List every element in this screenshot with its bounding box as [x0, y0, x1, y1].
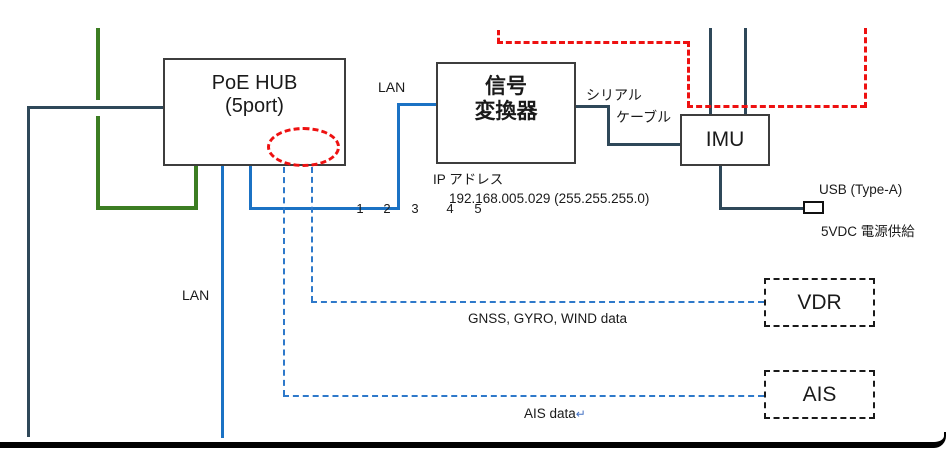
- poe-hub-title: PoE HUB (5port): [211, 72, 298, 117]
- ais-dashed-cable-horizontal: [283, 395, 764, 397]
- red-dashed-over-imu: [687, 105, 866, 108]
- imu-box: IMU: [680, 114, 770, 166]
- red-dashed-drop: [687, 41, 690, 107]
- lan-cable-port2: [221, 166, 224, 438]
- vdr-dashed-cable-vertical: [311, 167, 313, 302]
- red-dashed-stub: [497, 30, 500, 43]
- serial-cable-h1: [574, 105, 610, 108]
- return-mark: ↵: [575, 407, 586, 421]
- red-dashed-top: [497, 41, 689, 44]
- signal-converter-box: 信号 変換器: [436, 62, 576, 164]
- hub-port-4: 4: [446, 201, 454, 216]
- power-supply-label: 5VDC 電源供給: [821, 224, 915, 239]
- lan-label-top: LAN: [378, 79, 406, 95]
- usb-cable-horizontal: [719, 207, 805, 210]
- hub-port-5: 5: [474, 201, 482, 216]
- green-cable-port1: [194, 166, 198, 210]
- vdr-dashed-cable-horizontal: [311, 301, 764, 303]
- red-dashed-right-riser: [864, 28, 867, 108]
- imu-antenna-cable-1: [709, 28, 712, 116]
- figure-bottom-border: [0, 432, 946, 448]
- lan-cable-port3-down: [249, 166, 252, 210]
- hub-port-1: 1: [356, 201, 364, 216]
- green-antenna-cable-mid: [96, 116, 100, 210]
- ports-4-5-highlight-ellipse: [267, 127, 340, 167]
- usb-type-label: USB (Type-A): [819, 182, 903, 197]
- green-cable-horizontal: [96, 206, 198, 210]
- lan-cable-to-converter: [397, 103, 438, 106]
- left-cable-to-hub: [27, 106, 164, 109]
- left-cable-vertical: [27, 106, 30, 437]
- serial-cable-label: シリアル ケーブル: [586, 87, 672, 125]
- vdr-label: VDR: [797, 290, 842, 314]
- imu-label: IMU: [705, 128, 745, 151]
- vdr-box: VDR: [764, 278, 875, 327]
- lan-label-left: LAN: [182, 287, 210, 303]
- lan-cable-port3-horizontal: [249, 207, 400, 210]
- imu-antenna-cable-2: [744, 28, 747, 116]
- ais-box: AIS: [764, 370, 875, 419]
- hub-port-2: 2: [383, 201, 391, 216]
- green-antenna-cable-top: [96, 28, 100, 100]
- ip-address-label: IP アドレス 192.168.005.029 (255.255.255.0): [433, 172, 650, 206]
- ais-label: AIS: [802, 382, 837, 406]
- gnss-data-label: GNSS, GYRO, WIND data: [468, 311, 628, 326]
- serial-cable-h2: [607, 143, 682, 146]
- ais-data-label: AIS data↵: [524, 406, 586, 421]
- lan-cable-riser: [397, 103, 400, 210]
- usb-cable-vertical: [719, 166, 722, 210]
- usb-connector: [803, 201, 824, 214]
- hub-port-3: 3: [411, 201, 419, 216]
- ais-dashed-cable-vertical: [283, 167, 285, 396]
- signal-converter-title: 信号 変換器: [474, 75, 538, 123]
- serial-cable-v: [607, 105, 610, 146]
